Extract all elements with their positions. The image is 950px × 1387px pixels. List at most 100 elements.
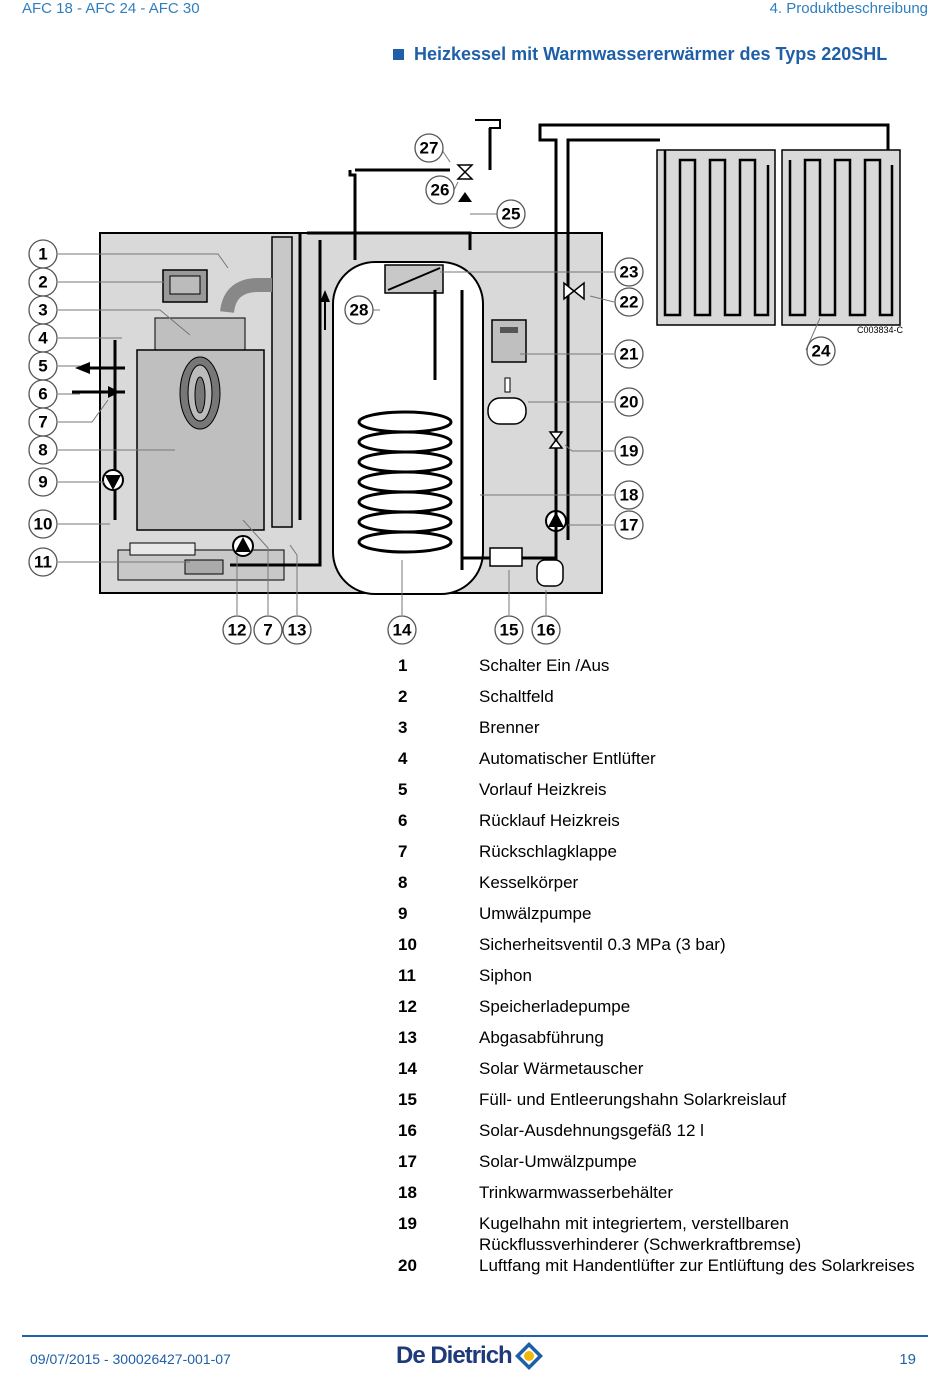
- svg-text:28: 28: [350, 301, 369, 320]
- legend-number: 19: [398, 1214, 417, 1233]
- legend-text: Solar Wärmetauscher: [479, 1059, 644, 1078]
- solar-collectors: [656, 149, 901, 326]
- callout-21: 21: [614, 339, 644, 369]
- svg-text:20: 20: [620, 393, 639, 412]
- callout-28: 28: [344, 295, 374, 325]
- legend-number: 8: [398, 873, 408, 892]
- callout-14: 14: [387, 615, 417, 645]
- legend-number: 2: [398, 687, 408, 706]
- legend-number: 4: [398, 749, 408, 768]
- flue-duct: [271, 236, 293, 528]
- svg-text:8: 8: [38, 441, 47, 460]
- callout-18: 18: [614, 480, 644, 510]
- callout-23: 23: [614, 257, 644, 287]
- legend-number: 15: [398, 1090, 417, 1109]
- callout-22: 22: [614, 287, 644, 317]
- svg-text:24: 24: [812, 342, 831, 361]
- svg-text:19: 19: [620, 442, 639, 461]
- svg-text:6: 6: [38, 385, 47, 404]
- legend-row: 10 Sicherheitsventil 0.3 MPa (3 bar): [398, 934, 918, 965]
- legend-text: Solar-Ausdehnungsgefäß 12 l: [479, 1121, 704, 1140]
- legend-text: Füll- und Entleerungshahn Solarkreislauf: [479, 1090, 787, 1109]
- legend-text: Abgasabführung: [479, 1028, 604, 1047]
- header-chapter: 4. Produktbeschreibung: [769, 0, 928, 17]
- legend-number: 16: [398, 1121, 417, 1140]
- callout-7: 7: [28, 407, 58, 437]
- callout-8: 8: [28, 435, 58, 465]
- legend-number: 18: [398, 1183, 417, 1202]
- legend-number: 12: [398, 997, 417, 1016]
- legend-number: 6: [398, 811, 408, 830]
- legend-number: 1: [398, 656, 408, 675]
- svg-text:13: 13: [288, 621, 307, 640]
- header-document-id: AFC 18 - AFC 24 - AFC 30: [22, 0, 200, 17]
- legend-row: 4 Automatischer Entlüfter: [398, 748, 918, 779]
- solar-coil: [357, 410, 453, 554]
- footer-doc-date: 09/07/2015 - 300026427-001-07: [30, 1351, 231, 1367]
- svg-text:1: 1: [38, 245, 47, 264]
- storage-tank: [332, 261, 484, 595]
- air-separator: [487, 397, 527, 425]
- expansion-vessel: [536, 559, 564, 587]
- legend-text: Kesselkörper: [479, 873, 579, 892]
- svg-text:15: 15: [500, 621, 519, 640]
- hot-water-tap: [475, 119, 501, 132]
- svg-text:5: 5: [38, 357, 47, 376]
- svg-text:16: 16: [537, 621, 556, 640]
- legend-row: 13 Abgasabführung: [398, 1027, 918, 1058]
- legend-text: Brenner: [479, 718, 540, 737]
- svg-text:21: 21: [620, 345, 639, 364]
- callout-9: 9: [28, 467, 58, 497]
- legend-row: 1 Schalter Ein /Aus: [398, 655, 918, 686]
- legend-text: Siphon: [479, 966, 532, 985]
- legend-number: 9: [398, 904, 408, 923]
- svg-text:11: 11: [34, 553, 52, 572]
- callout-27: 27: [414, 133, 444, 163]
- diamond-logo-icon: [514, 1342, 543, 1370]
- legend-text: Sicherheitsventil 0.3 MPa (3 bar): [479, 935, 726, 954]
- legend-text: Automatischer Entlüfter: [479, 749, 656, 768]
- svg-text:7: 7: [38, 413, 47, 432]
- svg-text:3: 3: [38, 301, 47, 320]
- svg-text:18: 18: [620, 486, 639, 505]
- page-number: 19: [899, 1351, 916, 1368]
- callout-10: 10: [28, 509, 58, 539]
- svg-text:9: 9: [38, 473, 47, 492]
- legend-text: Trinkwarmwasserbehälter: [479, 1183, 673, 1202]
- legend-text: Schalter Ein /Aus: [479, 656, 610, 675]
- legend-row: 14 Solar Wärmetauscher: [398, 1058, 918, 1089]
- legend-number: 20: [398, 1256, 417, 1275]
- legend-row: 15 Füll- und Entleerungshahn Solarkreisla…: [398, 1089, 918, 1120]
- legend-number: 10: [398, 935, 417, 954]
- svg-text:2: 2: [38, 273, 47, 292]
- legend-text: Rückschlagklappe: [479, 842, 617, 861]
- svg-text:25: 25: [502, 205, 521, 224]
- svg-text:17: 17: [620, 516, 639, 535]
- callout-17: 17: [614, 510, 644, 540]
- section-title: Heizkessel mit Warmwassererwärmer des Ty…: [414, 44, 888, 64]
- callout-25: 25: [496, 199, 526, 229]
- boiler-top-panel: [154, 317, 246, 353]
- svg-text:23: 23: [620, 263, 639, 282]
- diagram-code: C003834-C: [857, 325, 904, 335]
- callout-13: 13: [282, 615, 312, 645]
- section-heading: Heizkessel mit Warmwassererwärmer des Ty…: [393, 44, 887, 65]
- fill-drain-valve: [489, 547, 523, 567]
- callout-2: 2: [28, 267, 58, 297]
- legend-row: 16 Solar-Ausdehnungsgefäß 12 l: [398, 1120, 918, 1151]
- legend-number: 14: [398, 1059, 417, 1078]
- svg-text:4: 4: [38, 329, 48, 348]
- svg-text:14: 14: [393, 621, 412, 640]
- callout-6: 6: [28, 379, 58, 409]
- legend-number: 13: [398, 1028, 417, 1047]
- svg-text:27: 27: [420, 139, 439, 158]
- legend-text: Schaltfeld: [479, 687, 554, 706]
